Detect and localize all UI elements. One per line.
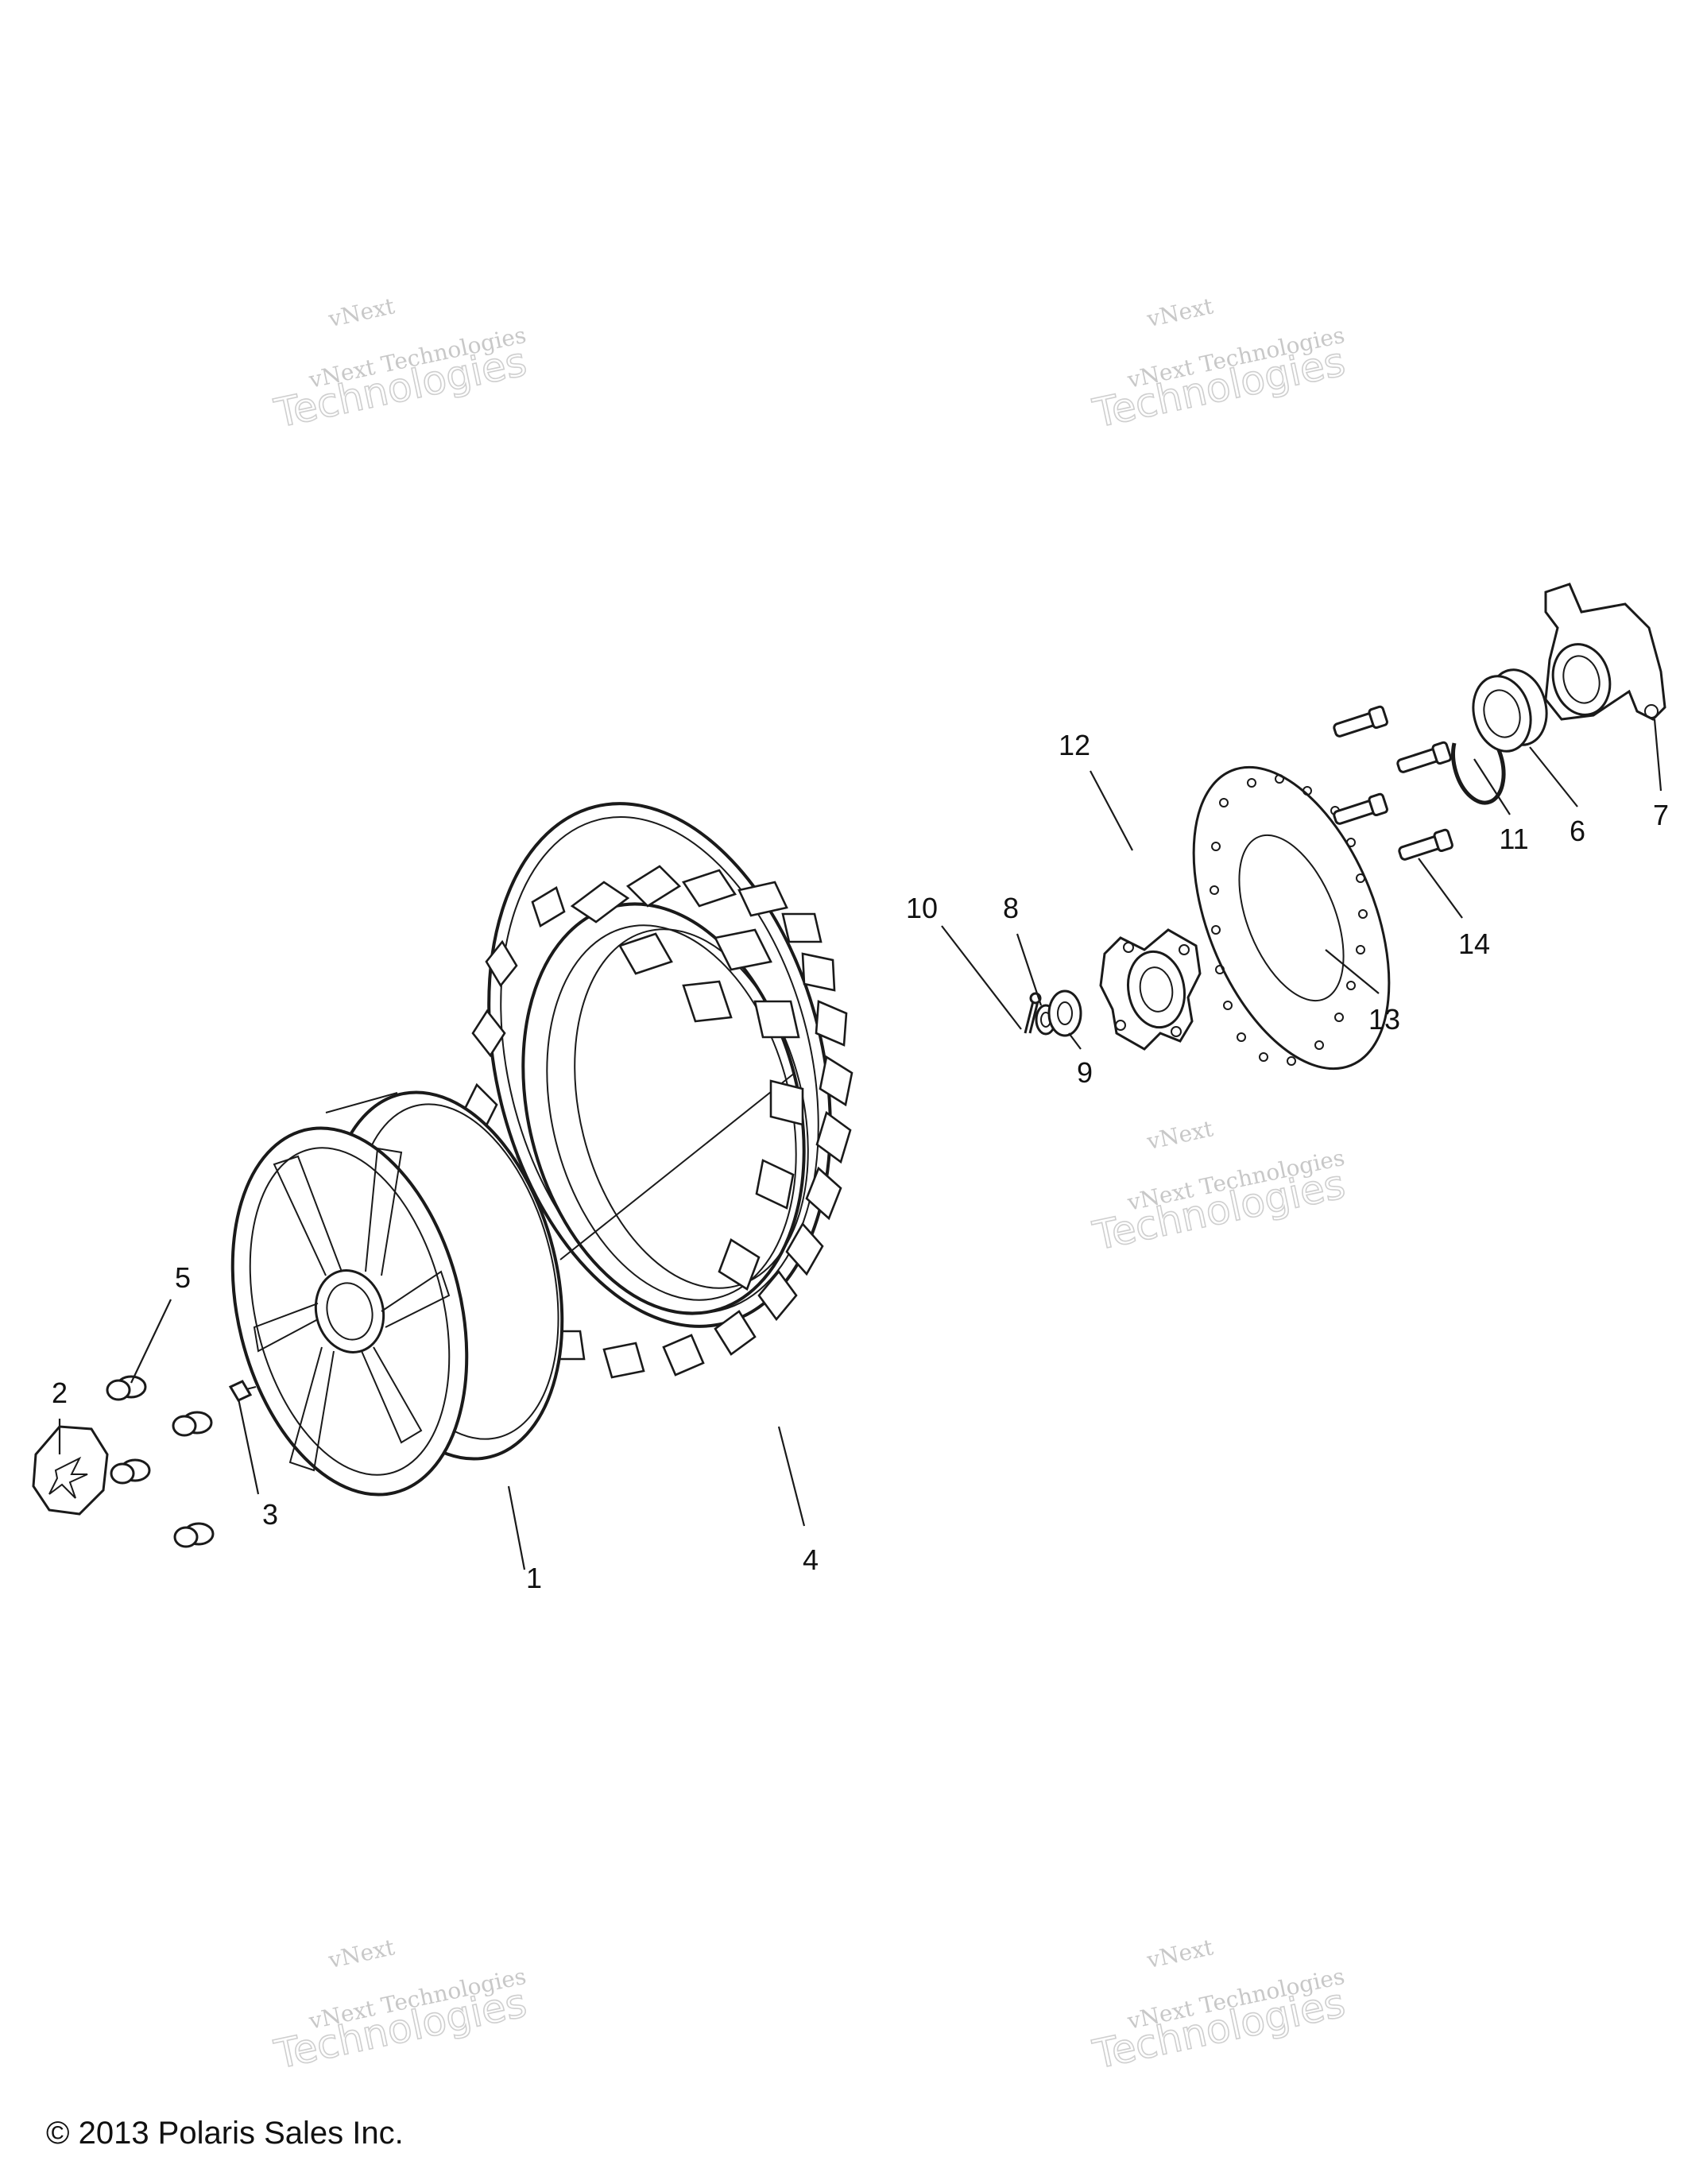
callout-9: 9 <box>1077 1056 1093 1089</box>
callout-2: 2 <box>52 1377 68 1409</box>
wheel-hub-part <box>1099 928 1202 1051</box>
callout-12: 12 <box>1059 729 1090 761</box>
copyright-notice: © 2013 Polaris Sales Inc. <box>46 2116 404 2151</box>
wheel-bearing-part <box>1472 668 1548 753</box>
callout-8: 8 <box>1003 892 1019 924</box>
watermark-top-right: vNext vNext Technologies Technologies <box>1088 292 1349 437</box>
hub-cap-part <box>32 1425 109 1516</box>
callout-labels: 1 2 3 4 5 6 7 8 9 10 11 12 13 14 <box>52 729 1669 1594</box>
brake-disc-part <box>1192 765 1391 1071</box>
svg-text:vNext: vNext <box>326 292 398 332</box>
callout-13: 13 <box>1368 1003 1400 1036</box>
watermark-top-left: vNext vNext Technologies Technologies <box>269 292 531 437</box>
svg-text:vNext: vNext <box>326 1934 398 1973</box>
callout-6: 6 <box>1570 815 1585 847</box>
tire-part <box>463 802 854 1379</box>
valve-stem-part <box>228 1380 257 1402</box>
callout-4: 4 <box>803 1543 819 1576</box>
svg-text:vNext: vNext <box>1144 1934 1217 1973</box>
callout-14: 14 <box>1458 927 1490 960</box>
leader-lines <box>58 718 1662 1570</box>
lug-nuts-part <box>106 1375 215 1548</box>
wheel-rim-part <box>230 1090 564 1497</box>
cotter-pin-part <box>1024 992 1042 1034</box>
callout-1: 1 <box>526 1562 542 1594</box>
washer-part <box>1047 989 1082 1037</box>
watermark-bottom-right: vNext vNext Technologies Technologies <box>1088 1934 1349 2078</box>
callout-10: 10 <box>906 892 938 924</box>
callout-7: 7 <box>1653 799 1669 831</box>
callout-3: 3 <box>262 1498 278 1531</box>
svg-text:vNext: vNext <box>1144 292 1217 332</box>
watermark-bottom-left: vNext vNext Technologies Technologies <box>269 1934 531 2078</box>
callout-5: 5 <box>175 1261 191 1294</box>
watermark-middle-right: vNext vNext Technologies Technologies <box>1088 1115 1349 1260</box>
retaining-ring-part <box>1451 730 1506 805</box>
callout-11: 11 <box>1499 823 1528 855</box>
svg-text:vNext: vNext <box>1144 1115 1217 1155</box>
wheel-studs-part <box>1333 705 1453 861</box>
bearing-carrier-part <box>1544 583 1666 721</box>
